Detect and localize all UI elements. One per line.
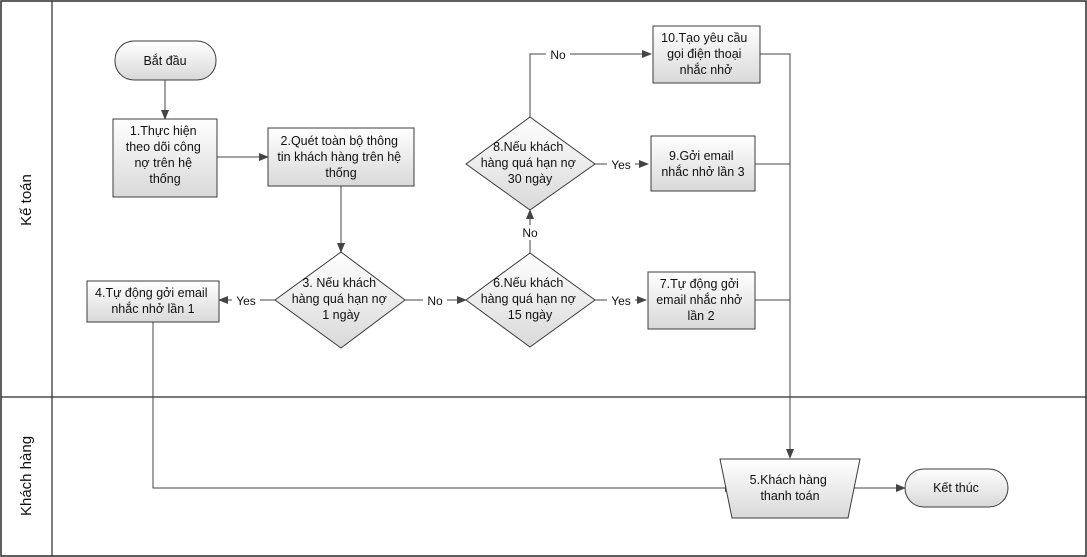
- step10-label-line: gọi điện thoại: [667, 47, 741, 61]
- step1-label-line: nợ trên hệ: [134, 156, 192, 170]
- step4-label: 4.Tự động gởi email nhắc nhở lần 1: [95, 286, 211, 316]
- label-bg-step3-no: [423, 293, 447, 308]
- step8-label-line: hàng quá hạn nợ: [481, 156, 576, 170]
- step7-label-line: lần 2: [687, 309, 714, 323]
- step10-label-line: nhắc nhở: [680, 62, 733, 77]
- end-terminal: [904, 468, 1009, 508]
- label-bg-step3-yes: [232, 293, 260, 308]
- step1-label: 1.Thực hiện theo dõi công nợ trên hệ thố…: [126, 124, 205, 186]
- lane-label-accountant: Kế toán: [18, 174, 35, 226]
- step10-label: 10.Tạo yêu cầu gọi điện thoại nhắc nhở: [661, 31, 751, 77]
- step8-decision: [465, 116, 596, 211]
- step7-label-line: 7.Tự động gởi: [660, 277, 739, 291]
- start-label-line: Bắt đầu: [143, 53, 186, 68]
- step10-process: [652, 25, 761, 84]
- step2-label-line: tin khách hàng trên hệ: [277, 150, 401, 164]
- step9-label: 9.Gởi email nhắc nhở lần 3: [661, 149, 744, 179]
- start-terminal: [114, 40, 217, 81]
- step1-process: [112, 118, 218, 198]
- step1-label-line: theo dõi công: [126, 140, 201, 154]
- step2-label: 2.Quét toàn bộ thông tin khách hàng trên…: [277, 134, 404, 180]
- label-bg-step8-no: [546, 47, 570, 62]
- label-bg-step6-yes: [607, 293, 635, 308]
- step4-label-line: 4.Tự động gởi email: [95, 286, 207, 300]
- edge-label-step6-no: No: [522, 226, 538, 240]
- edge-label-step3-yes: Yes: [236, 294, 256, 308]
- step1-label-line: 1.Thực hiện: [130, 124, 197, 138]
- lane-label-customer: Khách hàng: [18, 436, 35, 516]
- step9-process: [650, 135, 756, 192]
- start-label: Bắt đầu: [143, 53, 186, 68]
- step7-process: [647, 271, 756, 330]
- step6-label-line: 15 ngày: [508, 308, 553, 322]
- step6-label-line: hàng quá hạn nợ: [481, 292, 576, 306]
- step7-label-line: email nhắc nhở: [656, 292, 742, 307]
- connector-labels: Yes No Yes No Yes No: [232, 47, 635, 308]
- step9-label-line: nhắc nhở lần 3: [661, 164, 744, 179]
- step2-process: [267, 127, 415, 187]
- step2-label-line: 2.Quét toàn bộ thông: [281, 134, 399, 148]
- step10-label-line: 10.Tạo yêu cầu: [661, 31, 747, 45]
- edge-label-step3-no: No: [427, 294, 443, 308]
- step5-label-line: thanh toán: [760, 489, 819, 503]
- label-bg-step6-no: [518, 225, 542, 240]
- step8-label-line: 8.Nếu khách: [493, 140, 563, 154]
- step1-label-line: thống: [149, 172, 180, 186]
- end-label: Kết thúc: [933, 481, 979, 495]
- step6-label-line: 6.Nếu khách: [493, 276, 563, 290]
- step5-label-line: 5.Khách hàng: [750, 473, 827, 487]
- step5-label: 5.Khách hàng thanh toán: [750, 473, 831, 503]
- step8-label-line: 30 ngày: [508, 172, 553, 186]
- step2-label-line: thống: [325, 166, 356, 180]
- step6-label: 6.Nếu khách hàng quá hạn nợ 15 ngày: [481, 276, 580, 322]
- step9-label-line: 9.Gởi email: [669, 149, 733, 163]
- step3-decision: [274, 251, 406, 349]
- step7-label: 7.Tự động gởi email nhắc nhở lần 2: [656, 277, 746, 323]
- edge-step8-to-step10: [529, 50, 652, 117]
- step8-label: 8.Nếu khách hàng quá hạn nợ 30 ngày: [481, 140, 580, 186]
- edge-label-step6-yes: Yes: [611, 294, 631, 308]
- step3-label-line: 3. Nếu khách: [302, 276, 376, 290]
- edge-step4-to-step5: [152, 322, 735, 492]
- step4-process: [86, 280, 220, 323]
- step4-label-line: nhắc nhở lần 1: [111, 301, 194, 316]
- step3-label-line: 1 ngày: [322, 308, 360, 322]
- step3-label: 3. Nếu khách hàng quá hạn nợ 1 ngày: [292, 276, 391, 322]
- end-label-line: Kết thúc: [933, 481, 979, 495]
- step6-decision: [465, 252, 596, 348]
- label-bg-step8-yes: [607, 157, 635, 172]
- edge-label-step8-no: No: [550, 48, 566, 62]
- step3-label-line: hàng quá hạn nợ: [292, 292, 387, 306]
- connectors: [152, 50, 906, 492]
- edge-step10-to-step5: [760, 53, 794, 459]
- step5-manual-operation: [719, 458, 861, 519]
- edge-label-step8-yes: Yes: [611, 158, 631, 172]
